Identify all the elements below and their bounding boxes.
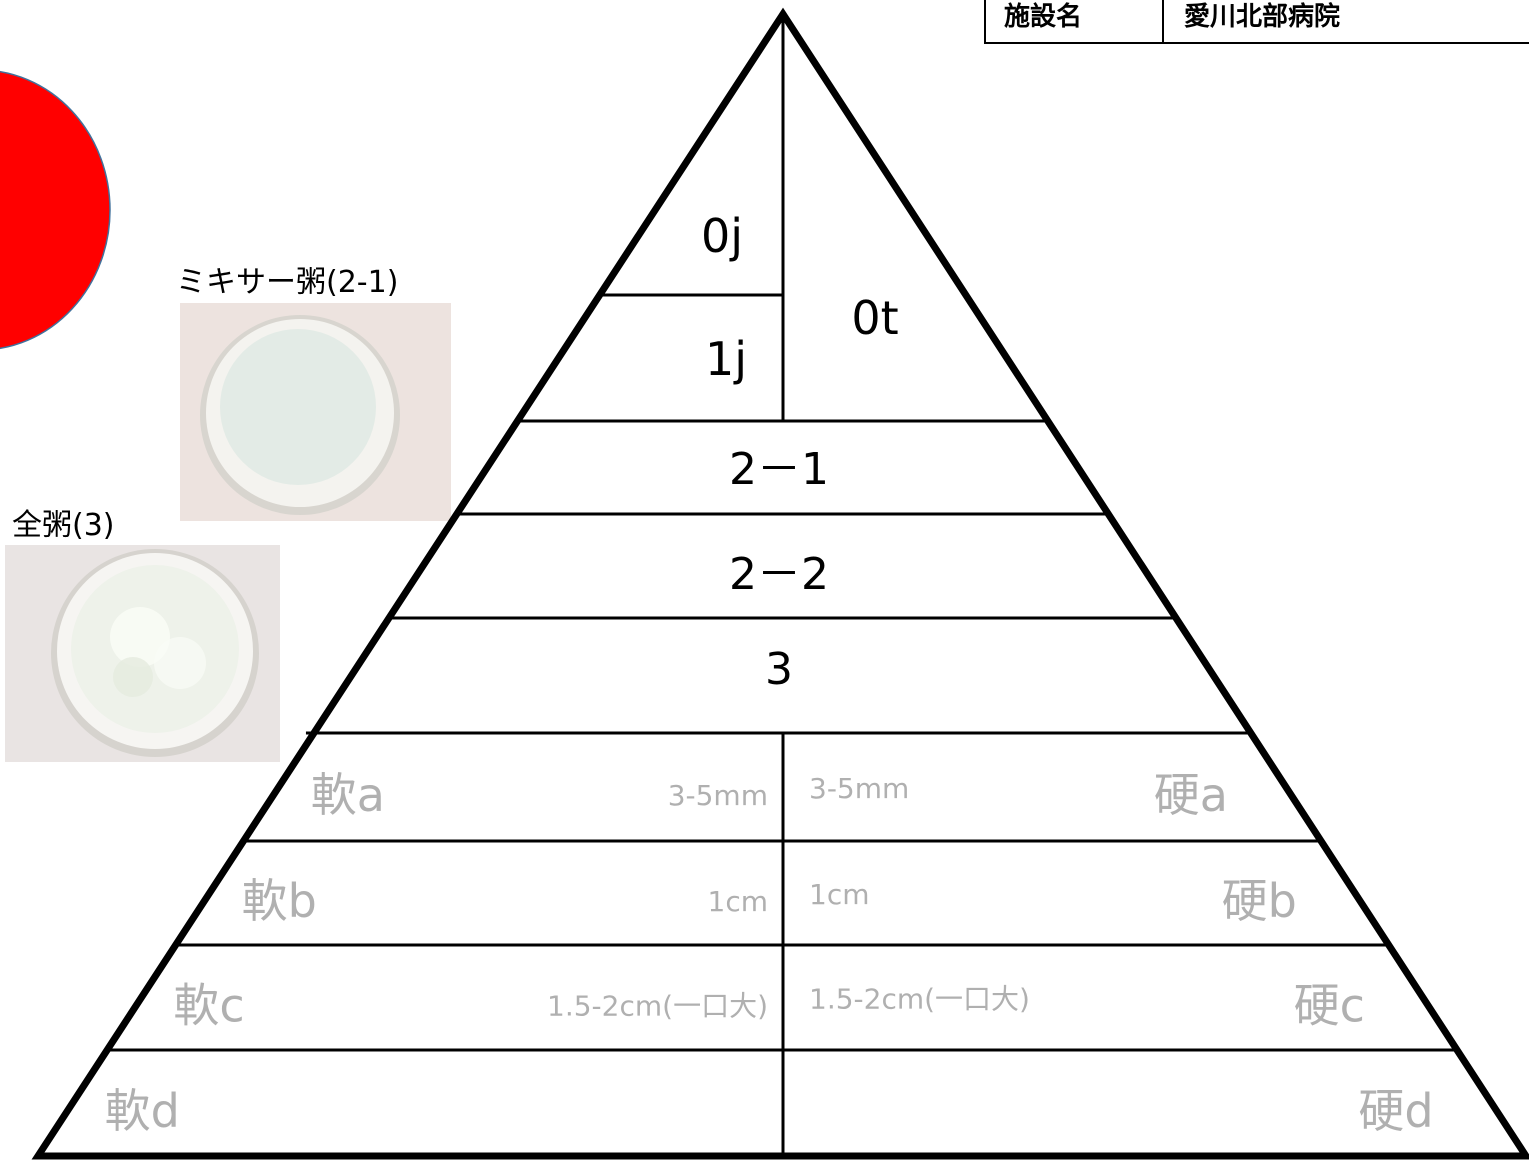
level-2-label: 2－2 (729, 549, 829, 600)
level-0j-label: 0j (701, 209, 743, 263)
level-1j-label: 1j (705, 332, 747, 386)
soft-size-0: 3-5mm (668, 779, 768, 812)
hard-label-3: 硬d (1358, 1084, 1433, 1138)
level-3-label: 3 (765, 644, 793, 695)
hard-size-0: 3-5mm (809, 772, 909, 805)
hard-size-1: 1cm (809, 878, 869, 911)
soft-size-1: 1cm (708, 885, 768, 918)
soft-label-1: 軟b (242, 874, 317, 928)
whole-porridge-caption: 全粥(3) (12, 508, 115, 543)
red-ellipse-shape (0, 70, 111, 350)
mixer-porridge-caption: ミキサー粥(2-1) (176, 265, 399, 300)
soft-label-0: 軟a (311, 768, 385, 822)
facility-table: 施設名 愛川北部病院 (984, 0, 1529, 44)
hard-label-2: 硬c (1294, 979, 1365, 1033)
soft-label-3: 軟d (105, 1084, 180, 1138)
hard-label-0: 硬a (1154, 768, 1228, 822)
hard-size-2: 1.5-2cm(一口大) (809, 983, 1030, 1016)
level-0t-label: 0t (851, 291, 898, 345)
whole-porridge-photo (5, 545, 280, 762)
soft-label-2: 軟c (173, 979, 244, 1033)
facility-label: 施設名 (986, 0, 1164, 42)
level-1-label: 2－1 (729, 444, 829, 495)
hard-label-1: 硬b (1222, 874, 1297, 928)
facility-name: 愛川北部病院 (1184, 1, 1341, 32)
soft-size-2: 1.5-2cm(一口大) (547, 990, 768, 1023)
mixer-porridge-photo (180, 303, 451, 521)
